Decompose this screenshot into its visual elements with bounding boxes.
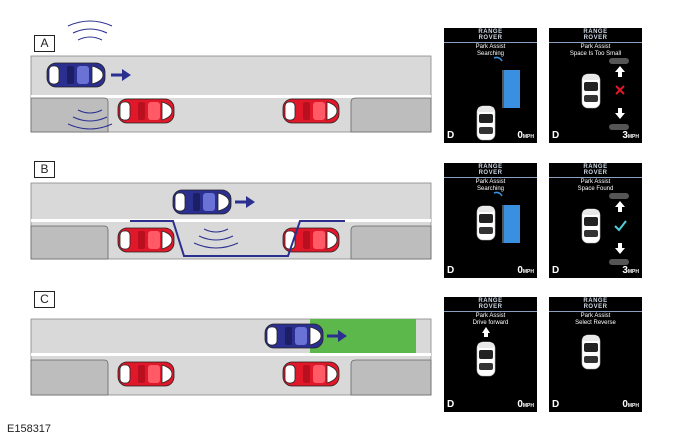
screen-graphic xyxy=(476,191,520,243)
lane-line-b xyxy=(31,219,431,222)
parked-car-right-a xyxy=(282,98,340,124)
lane-line-a xyxy=(31,95,431,98)
header-divider xyxy=(549,311,642,312)
speed-readout: 0MPH xyxy=(622,399,639,410)
panel-label-b: B xyxy=(34,161,55,178)
speed-readout: 0MPH xyxy=(517,399,534,410)
header-divider xyxy=(444,311,537,312)
kerb-right-c xyxy=(350,359,432,396)
own-car-a xyxy=(46,62,106,88)
header-divider xyxy=(549,42,642,43)
parked-car-right-c xyxy=(282,361,340,387)
speed-readout: 3MPH xyxy=(622,265,639,276)
screen-graphic xyxy=(581,58,629,130)
kerb-right-b xyxy=(350,225,432,260)
figure-reference: E158317 xyxy=(7,423,52,435)
screen-graphic xyxy=(476,327,496,377)
parked-car-left-c xyxy=(117,361,175,387)
gear-indicator: D xyxy=(552,130,560,141)
sensor-waves-a xyxy=(67,20,113,130)
own-car-b xyxy=(172,189,232,215)
speed-readout: 0MPH xyxy=(517,130,534,141)
panel-label-a: A xyxy=(34,35,55,52)
screen-graphic xyxy=(581,193,629,265)
gear-indicator: D xyxy=(447,130,455,141)
screen-graphic xyxy=(476,56,520,141)
scene-c xyxy=(30,318,432,396)
kerb-left-b xyxy=(30,225,109,260)
sensor-waves-b xyxy=(193,228,239,249)
speed-readout: 0MPH xyxy=(517,265,534,276)
kerb-left-c xyxy=(30,359,109,396)
parked-car-left-a xyxy=(117,98,175,124)
panel-label-c: C xyxy=(34,291,55,308)
header-divider xyxy=(549,177,642,178)
speed-readout: 3MPH xyxy=(622,130,639,141)
target-zone-c xyxy=(310,319,416,353)
gear-indicator: D xyxy=(447,399,455,410)
kerb-left-a xyxy=(30,97,109,133)
lane-line-c xyxy=(31,353,431,356)
gear-indicator: D xyxy=(447,265,455,276)
gear-indicator: D xyxy=(552,265,560,276)
own-car-c xyxy=(264,323,324,349)
header-divider xyxy=(444,177,537,178)
space-outline-b xyxy=(130,220,345,257)
gear-indicator: D xyxy=(552,399,560,410)
parked-car-left-b xyxy=(117,227,175,253)
scene-a xyxy=(30,20,432,133)
scene-b xyxy=(30,182,432,260)
kerb-right-a xyxy=(350,97,432,133)
header-divider xyxy=(444,42,537,43)
